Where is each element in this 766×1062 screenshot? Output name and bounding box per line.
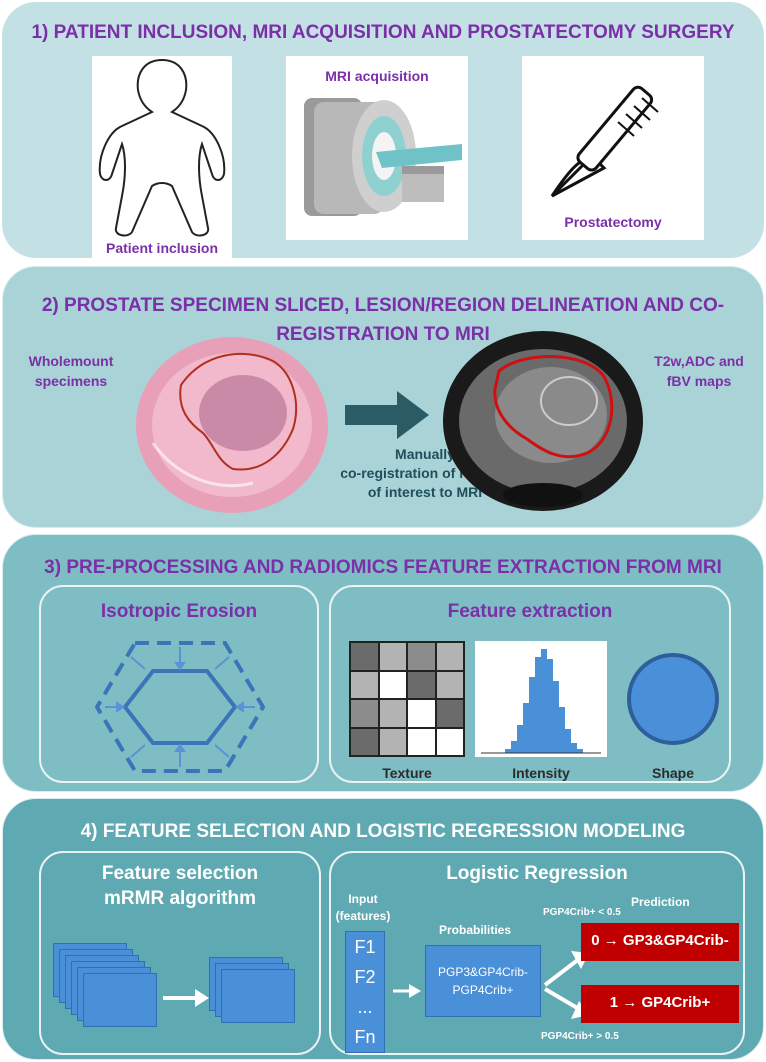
panel-4-title: 4) FEATURE SELECTION AND LOGISTIC REGRES… [3,821,763,843]
input-label: Input (features) [335,891,391,925]
condition-low-label: PGP4Crib+ < 0.5 [543,907,621,918]
maps-line2: fBV maps [639,371,759,391]
extraction-subpanel: Feature extraction Texture [329,585,731,783]
condition-high-label: PGP4Crib+ > 0.5 [541,1031,619,1042]
prob-line2: PGP4Crib+ [426,981,540,999]
wholemount-line1: Wholemount [11,351,131,371]
histogram-bars [475,641,607,757]
selection-line1: Feature selection [41,861,319,886]
texture-cell [407,699,436,728]
panel-1-title: 1) PATIENT INCLUSION, MRI ACQUISITION AN… [2,22,764,44]
panel-4: 4) FEATURE SELECTION AND LOGISTIC REGRES… [2,798,764,1060]
feature-item: F1 [354,937,375,958]
erosion-subpanel: Isotropic Erosion [39,585,319,783]
selection-line2: mRMR algorithm [41,886,319,911]
texture-cell [407,728,436,757]
isotropic-erosion-icon [95,637,265,777]
shape-label: Shape [625,765,721,781]
texture-cell [379,728,408,757]
prostatectomy-caption: Prostatectomy [522,214,704,230]
histology-specimen-image [133,333,331,517]
texture-grid [349,641,465,757]
shape-circle-icon [625,651,721,747]
patient-card: Patient inclusion [92,56,232,262]
patient-caption: Patient inclusion [92,240,232,256]
texture-cell [350,728,379,757]
texture-cell [436,728,465,757]
panel-3: 3) PRE-PROCESSING AND RADIOMICS FEATURE … [2,534,764,792]
panel-1: 1) PATIENT INCLUSION, MRI ACQUISITION AN… [2,2,764,258]
output-negative-box: 0 → GP3&GP4Crib- [581,923,739,961]
texture-cell [350,642,379,671]
right-arrow-icon [345,391,429,439]
panel-3-title: 3) PRE-PROCESSING AND RADIOMICS FEATURE … [3,557,763,579]
selection-subpanel: Feature selection mRMR algorithm [39,851,321,1055]
prediction-label: Prediction [631,895,690,909]
person-outline-icon [92,56,232,240]
panel-2-title-line2: REGISTRATION TO MRI [3,320,763,349]
input-line1: Input [335,891,391,908]
input-line2: (features) [335,908,391,925]
extraction-title: Feature extraction [331,601,729,623]
prob-line1: PGP3&GP4Crib- [426,963,540,981]
wholemount-label: Wholemount specimens [11,351,131,391]
panel-2: 2) PROSTATE SPECIMEN SLICED, LESION/REGI… [2,266,764,528]
mri-scanner-icon [286,56,468,240]
output-positive-box: 1 → GP4Crib+ [581,985,739,1023]
probabilities-box: PGP3&GP4Crib- PGP4Crib+ [425,945,541,1017]
prostatectomy-card: Prostatectomy [522,56,704,240]
selection-arrow-icon [163,987,209,1009]
panel-2-title-line1: 2) PROSTATE SPECIMEN SLICED, LESION/REGI… [3,291,763,320]
wholemount-line2: specimens [11,371,131,391]
panel-2-title: 2) PROSTATE SPECIMEN SLICED, LESION/REGI… [3,291,763,349]
texture-cell [350,671,379,700]
feature-item: F2 [354,967,375,988]
texture-cell [379,642,408,671]
texture-cell [350,699,379,728]
texture-cell [436,699,465,728]
mri-slice-image [443,331,643,511]
feature-item: Fn [354,1027,375,1048]
feature-item: ... [357,997,372,1018]
texture-cell [436,671,465,700]
texture-cell [436,642,465,671]
texture-cell [379,671,408,700]
regression-title: Logistic Regression [331,863,743,885]
input-arrow-icon [393,983,421,999]
probabilities-label: Probabilities [425,923,525,937]
intensity-label: Intensity [475,765,607,781]
texture-label: Texture [349,765,465,781]
scalpel-icon [522,56,704,206]
erosion-title: Isotropic Erosion [41,601,317,623]
texture-cell [407,642,436,671]
mri-card: MRI acquisition [286,56,468,240]
maps-line1: T2w,ADC and [639,351,759,371]
maps-label: T2w,ADC and fBV maps [639,351,759,391]
texture-cell [379,699,408,728]
selection-title: Feature selection mRMR algorithm [41,861,319,911]
texture-cell [407,671,436,700]
intensity-histogram [475,641,607,757]
